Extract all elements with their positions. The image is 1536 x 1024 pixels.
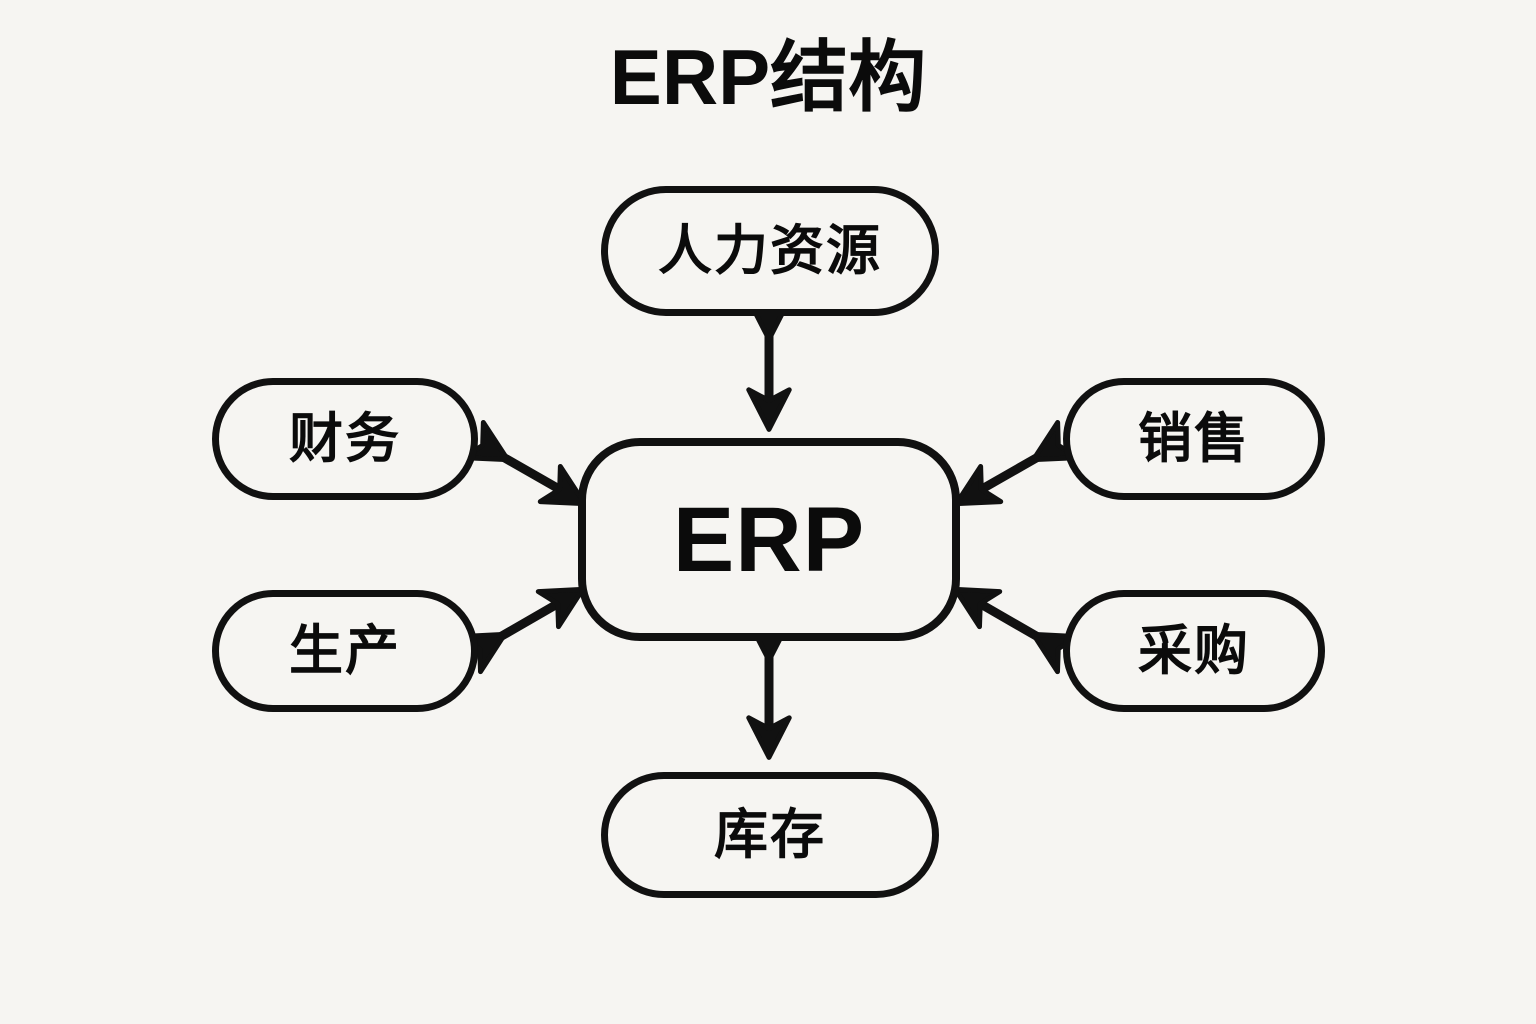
connector-sales-erp <box>953 419 1081 507</box>
node-sales-label: 销售 <box>1138 409 1250 469</box>
node-finance-label: 财务 <box>289 409 401 469</box>
node-production[interactable]: 生产 <box>212 590 478 712</box>
node-finance[interactable]: 财务 <box>212 378 478 500</box>
node-production-label: 生产 <box>289 621 401 681</box>
connector-procurement-erp <box>952 586 1081 675</box>
node-hr-label: 人力资源 <box>658 221 882 281</box>
node-inventory[interactable]: 库存 <box>601 772 939 898</box>
connector-production-erp <box>457 586 586 675</box>
node-procurement-label: 采购 <box>1138 621 1250 681</box>
node-erp-label: ERP <box>672 488 866 591</box>
node-inventory-label: 库存 <box>714 805 826 865</box>
connector-finance-erp <box>460 419 588 507</box>
node-sales[interactable]: 销售 <box>1063 378 1325 500</box>
node-erp-center[interactable]: ERP <box>578 438 960 641</box>
node-procurement[interactable]: 采购 <box>1063 590 1325 712</box>
node-hr[interactable]: 人力资源 <box>601 186 939 316</box>
page-title: ERP结构 <box>609 33 927 121</box>
